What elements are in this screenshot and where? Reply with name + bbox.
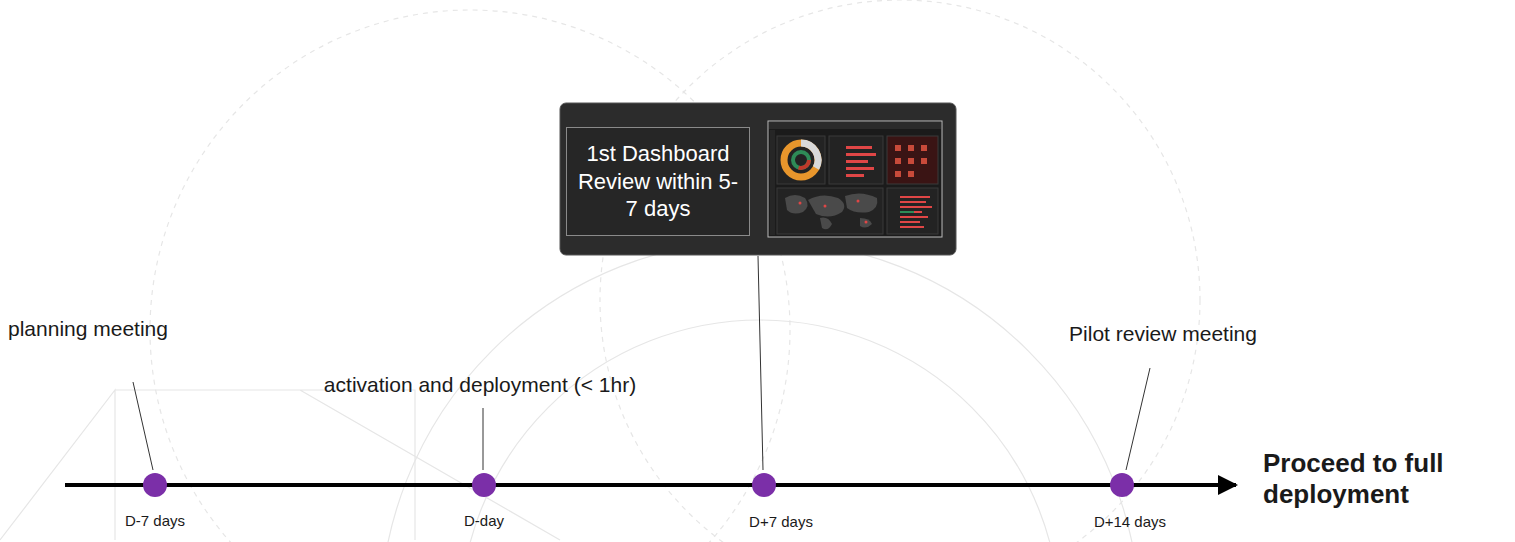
dashboard-screenshot bbox=[768, 121, 942, 237]
timeline-axis bbox=[65, 483, 1236, 487]
date-label: D-7 days bbox=[125, 512, 185, 530]
milestone-label: Pilot review meeting bbox=[1069, 321, 1257, 346]
background-circles bbox=[0, 0, 1200, 542]
outcome-label: Proceed to full deployment bbox=[1263, 448, 1508, 510]
date-label: D-day bbox=[464, 512, 504, 530]
leader-lines bbox=[133, 256, 1150, 470]
milestone-label: planning meeting bbox=[8, 316, 168, 341]
text-box: 1st Dashboard Review within 5-7 days bbox=[566, 127, 750, 236]
milestone-label: activation and deployment (< 1hr) bbox=[324, 372, 636, 397]
dashboard-panel bbox=[560, 103, 956, 255]
milestone-dots bbox=[143, 473, 1134, 497]
date-label: D+14 days bbox=[1094, 513, 1166, 531]
box-text: 1st Dashboard Review within 5-7 days bbox=[577, 140, 739, 223]
date-label: D+7 days bbox=[749, 513, 813, 531]
